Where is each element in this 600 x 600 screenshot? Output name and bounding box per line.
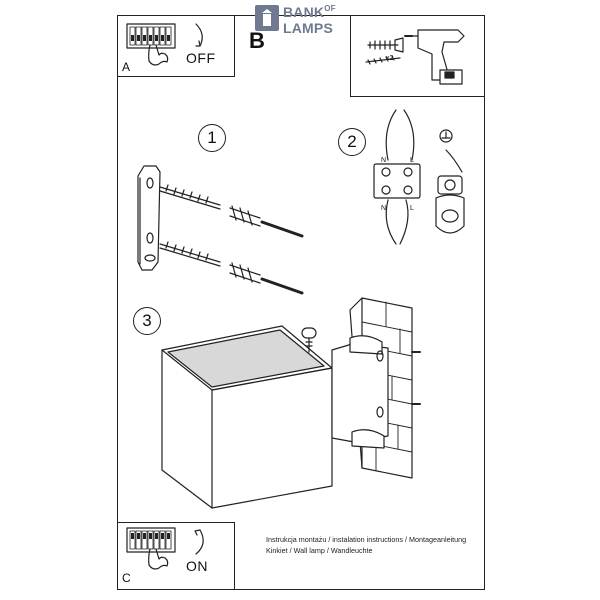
screw-lower bbox=[159, 241, 221, 267]
caption-line1: Instrukcja montażu / instalation instruc… bbox=[266, 535, 467, 544]
dowel-lower bbox=[229, 262, 304, 295]
arrow-down-icon bbox=[195, 23, 203, 47]
step-number-1: 1 bbox=[198, 124, 226, 152]
hand-icon-c bbox=[148, 548, 169, 570]
circuit-breaker-icon-a bbox=[126, 23, 176, 49]
wire-label-l-top: L bbox=[410, 157, 414, 164]
ground-symbol-icon bbox=[435, 129, 465, 234]
caption-line2: Kinkiet / Wall lamp / Wandleuchte bbox=[266, 546, 373, 555]
panel-b-letter: B bbox=[249, 28, 265, 53]
wire-label-n-top: N bbox=[381, 157, 387, 164]
circuit-breaker-icon-c bbox=[126, 527, 176, 553]
step-number-2: 2 bbox=[338, 128, 366, 156]
step-number-3: 3 bbox=[133, 307, 161, 335]
panel-c-letter: C bbox=[122, 571, 131, 585]
drill-icon bbox=[404, 29, 465, 85]
instruction-caption: Instrukcja montażu / instalation instruc… bbox=[266, 534, 466, 556]
wire-connector bbox=[373, 109, 421, 245]
screw-count: x2 bbox=[386, 55, 394, 62]
screw-upper bbox=[159, 184, 221, 210]
logo-line1: BANKOF bbox=[283, 4, 336, 20]
logo-line2: LAMPS bbox=[283, 20, 333, 36]
wire-label-n-bottom: N bbox=[381, 205, 387, 212]
arrow-up-icon bbox=[195, 529, 204, 555]
screw-dowel-icon bbox=[365, 37, 404, 65]
panel-a-letter: A bbox=[122, 60, 131, 74]
instruction-frame bbox=[117, 15, 485, 590]
panel-a-state: OFF bbox=[186, 50, 216, 66]
dowel-upper bbox=[229, 205, 304, 238]
top-screw-icon bbox=[301, 327, 317, 353]
mounting-bracket-step1 bbox=[137, 165, 161, 271]
wire-label-l-bottom: L bbox=[410, 205, 414, 212]
wall-brick-section bbox=[331, 297, 421, 479]
panel-c-state: ON bbox=[186, 558, 208, 574]
lamp-cube bbox=[161, 325, 333, 509]
hand-icon-a bbox=[148, 44, 169, 66]
